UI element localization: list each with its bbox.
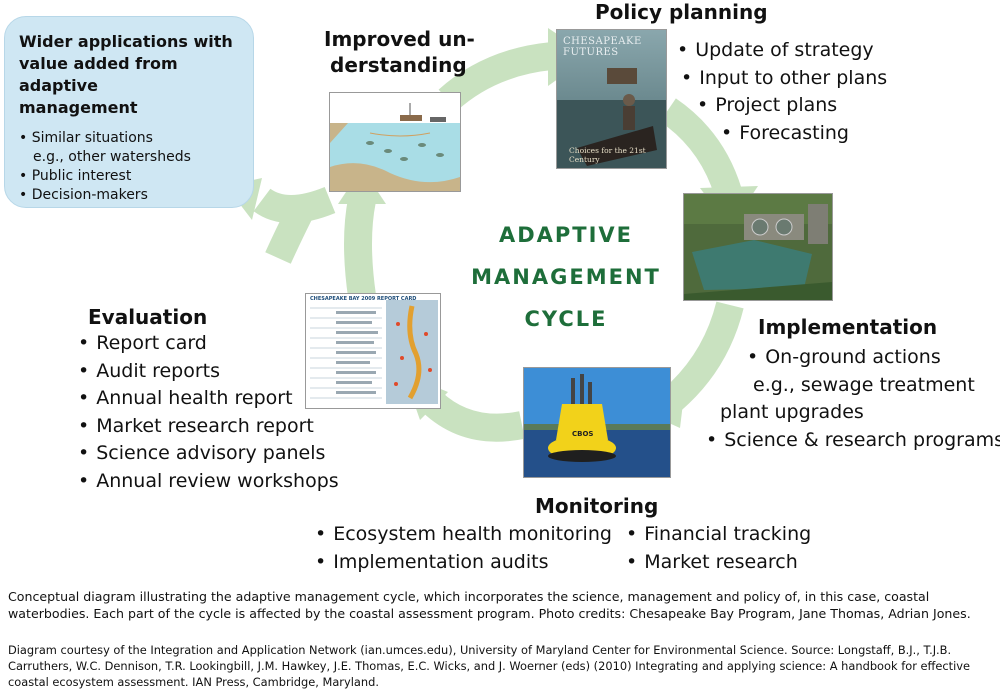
bullet-icon: • bbox=[78, 332, 90, 354]
implementation-list: •On-ground actions e.g., sewage treatmen… bbox=[747, 344, 975, 399]
bullet-icon: • bbox=[721, 121, 733, 144]
ecosystem-illustration-icon bbox=[330, 93, 460, 191]
bullet-icon: • bbox=[19, 168, 32, 184]
monitoring-item: •Ecosystem health monitoring bbox=[315, 523, 612, 545]
bullet-icon: • bbox=[19, 130, 32, 146]
bullet-icon: • bbox=[78, 442, 90, 464]
policy-item: •Project plans bbox=[697, 94, 838, 116]
buoy-label: CBOS bbox=[572, 430, 594, 438]
report-card-icon bbox=[310, 300, 438, 404]
policy-item: •Forecasting bbox=[721, 121, 849, 144]
evaluation-item: •Report card bbox=[78, 332, 207, 354]
bullet-icon: • bbox=[78, 359, 90, 382]
bullet-icon: • bbox=[706, 429, 718, 451]
bullet-icon: • bbox=[315, 550, 327, 573]
arc-monitoring-to-evaluation bbox=[422, 391, 525, 442]
wider-item: • Decision-makers bbox=[19, 187, 148, 203]
wider-item: e.g., other watersheds bbox=[33, 149, 191, 165]
wider-item: • Public interest bbox=[19, 168, 132, 184]
monitoring-item: •Implementation audits bbox=[315, 550, 549, 573]
bullet-icon: • bbox=[78, 414, 90, 437]
policy-item: •Input to other plans bbox=[681, 66, 888, 89]
monitoring-list-left: •Ecosystem health monitoring •Implementa… bbox=[315, 521, 612, 576]
evaluation-report-card: CHESAPEAKE BAY 2009 REPORT CARD bbox=[306, 294, 440, 408]
monitoring-heading: Monitoring bbox=[535, 494, 659, 518]
monitoring-item: •Market research bbox=[626, 550, 798, 573]
monitoring-list-right: •Financial tracking •Market research bbox=[626, 521, 811, 576]
monitoring-photo: CBOS bbox=[524, 368, 670, 477]
policy-heading: Policy planning bbox=[595, 0, 768, 24]
cycle-title-line2: MANAGEMENT bbox=[471, 265, 661, 289]
wider-title-line3: management bbox=[19, 98, 138, 117]
arc-understanding-to-policy bbox=[438, 42, 554, 111]
implementation-item: •Science & research programs bbox=[706, 429, 1000, 451]
implementation-item: e.g., sewage treatment bbox=[753, 373, 975, 396]
policy-list: •Update of strategy •Input to other plan… bbox=[677, 37, 887, 147]
evaluation-item: •Science advisory panels bbox=[78, 442, 326, 464]
bullet-icon: • bbox=[681, 66, 693, 89]
monitoring-item: •Financial tracking bbox=[626, 523, 812, 545]
implementation-photo bbox=[684, 194, 832, 300]
bullet-icon: • bbox=[19, 187, 32, 203]
cycle-title-line1: ADAPTIVE bbox=[498, 223, 634, 247]
sewage-plant-photo-icon bbox=[684, 194, 832, 300]
understanding-title-line1: Improved un- bbox=[324, 27, 475, 51]
wider-item: • Similar situations bbox=[19, 130, 153, 146]
wider-title-line1: Wider applications with bbox=[19, 32, 233, 51]
arc-policy-to-implementation bbox=[659, 98, 742, 197]
evaluation-item: •Market research report bbox=[78, 414, 314, 437]
evaluation-list: •Report card •Audit reports •Annual heal… bbox=[78, 330, 339, 495]
wider-title: Wider applications with value added from… bbox=[19, 31, 241, 119]
arc-evaluation-to-understanding bbox=[344, 197, 376, 298]
bullet-icon: • bbox=[747, 346, 759, 368]
understanding-title-line2: derstanding bbox=[330, 53, 467, 77]
understanding-heading: Improved un- derstanding bbox=[324, 26, 475, 78]
wider-list: • Similar situations e.g., other watersh… bbox=[19, 129, 241, 205]
bullet-icon: • bbox=[626, 523, 638, 545]
caption-credits: Diagram courtesy of the Integration and … bbox=[8, 643, 971, 689]
report-card-title: CHESAPEAKE BAY 2009 REPORT CARD bbox=[310, 296, 417, 302]
bullet-icon: • bbox=[677, 39, 689, 61]
cycle-title: ADAPTIVE MANAGEMENT CYCLE bbox=[456, 214, 676, 340]
book-cover-icon bbox=[557, 30, 666, 168]
policy-photo: CHESAPEAKE FUTURES Choices for the 21st … bbox=[557, 30, 666, 168]
cycle-title-line3: CYCLE bbox=[524, 307, 608, 331]
bullet-icon: • bbox=[78, 469, 90, 492]
caption-main: Conceptual diagram illustrating the adap… bbox=[8, 589, 971, 621]
evaluation-item: •Annual review workshops bbox=[78, 469, 339, 492]
policy-item: •Update of strategy bbox=[677, 39, 874, 61]
evaluation-item: •Annual health report bbox=[78, 387, 293, 409]
arc-branch-tail bbox=[265, 205, 313, 264]
book-subtitle: Choices for the 21st Century bbox=[569, 146, 646, 164]
implementation-item: •On-ground actions bbox=[747, 346, 941, 368]
understanding-illustration bbox=[330, 93, 460, 191]
bullet-icon: • bbox=[315, 523, 327, 545]
implementation-item: plant upgrades bbox=[720, 401, 864, 423]
wider-applications-box: Wider applications with value added from… bbox=[4, 16, 254, 208]
bullet-icon: • bbox=[697, 94, 709, 116]
arc-branch-wider bbox=[253, 186, 336, 223]
bullet-icon: • bbox=[626, 550, 638, 573]
book-title: CHESAPEAKE FUTURES bbox=[563, 36, 642, 58]
evaluation-item: •Audit reports bbox=[78, 359, 221, 382]
bullet-icon: • bbox=[78, 387, 90, 409]
wider-title-line2: value added from adaptive bbox=[19, 54, 178, 95]
implementation-heading: Implementation bbox=[758, 315, 938, 339]
evaluation-heading: Evaluation bbox=[88, 305, 208, 329]
buoy-photo-icon bbox=[524, 368, 670, 477]
